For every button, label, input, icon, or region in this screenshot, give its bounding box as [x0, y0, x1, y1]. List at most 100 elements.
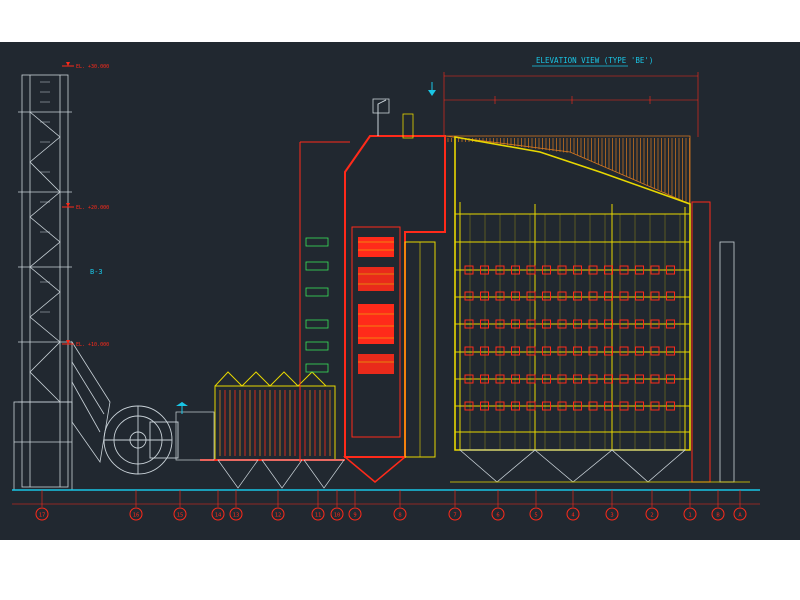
- esp-module: [480, 346, 489, 356]
- axis-label: 17: [39, 513, 46, 519]
- axis-bubble: [330, 507, 344, 521]
- axis-label: 2: [650, 513, 653, 519]
- section-marker-icon: [176, 402, 188, 414]
- esp-module: [588, 319, 598, 329]
- esp-module: [666, 265, 675, 275]
- esp-module: [635, 265, 644, 275]
- esp-module: [588, 374, 598, 384]
- top-dimension-line: [443, 72, 699, 137]
- esp-module: [573, 319, 582, 329]
- esp-module: [604, 346, 613, 356]
- level-label-stack-top: EL. +30.000: [76, 64, 109, 70]
- esp-module: [542, 346, 551, 356]
- esp-module: [495, 401, 505, 411]
- air-heater-tubes: [219, 390, 331, 456]
- esp-module: [619, 291, 629, 301]
- esp-module: [650, 291, 660, 301]
- axis-bubble: [211, 507, 225, 521]
- esp-module: [480, 374, 489, 384]
- esp-module: [573, 291, 582, 301]
- esp-module: [635, 346, 644, 356]
- esp-roof: [447, 138, 690, 204]
- esp-module: [666, 346, 675, 356]
- esp-module: [650, 319, 660, 329]
- esp-module: [604, 374, 613, 384]
- esp-module: [557, 291, 567, 301]
- esp-module: [619, 374, 629, 384]
- level-label-stack-mid: EL. +20.000: [76, 205, 109, 211]
- esp-module: [542, 265, 551, 275]
- esp-module: [557, 401, 567, 411]
- esp-module: [480, 319, 489, 329]
- esp-frame-grid: [455, 213, 690, 450]
- esp-module: [573, 374, 582, 384]
- axis-bubble: [348, 507, 362, 521]
- boiler-structure: [299, 98, 446, 483]
- boiler-level-tags: [305, 237, 329, 373]
- esp-module: [666, 319, 675, 329]
- axis-bubble: [645, 507, 659, 521]
- esp-module: [511, 346, 520, 356]
- esp-module: [511, 319, 520, 329]
- esp-module: [666, 401, 675, 411]
- axis-label: 13: [233, 513, 240, 519]
- esp-module: [480, 291, 489, 301]
- stack-structure: [13, 74, 111, 491]
- axis-bubble: [566, 507, 580, 521]
- esp-module: [542, 291, 551, 301]
- esp-module: [650, 346, 660, 356]
- axis-label: 1: [688, 513, 691, 519]
- axis-bubble: [271, 507, 285, 521]
- axis-bubble: [605, 507, 619, 521]
- section-marker-top: [428, 82, 436, 96]
- esp-module: [557, 265, 567, 275]
- axis-bubble: [311, 507, 325, 521]
- esp-module: [511, 291, 520, 301]
- esp-red-modules: [464, 265, 675, 411]
- esp-module: [635, 401, 644, 411]
- axis-label: 16: [133, 513, 140, 519]
- esp-module: [635, 374, 644, 384]
- esp-module: [542, 401, 551, 411]
- esp-module: [480, 401, 489, 411]
- esp-module: [557, 374, 567, 384]
- esp-module: [588, 265, 598, 275]
- id-fan: [103, 405, 179, 475]
- esp-module: [495, 346, 505, 356]
- esp-module: [619, 319, 629, 329]
- axis-label: 12: [275, 513, 282, 519]
- esp-module: [464, 374, 474, 384]
- esp-module: [511, 265, 520, 275]
- esp-module: [573, 346, 582, 356]
- axis-label: 8: [398, 513, 401, 519]
- cad-drawing-canvas: EL. +30.000 EL. +20.000 EL. +10.000 B-3: [0, 42, 800, 540]
- side-tag: B-3: [90, 268, 103, 276]
- esp-module: [464, 291, 474, 301]
- level-label-stack-low: EL. +10.000: [76, 342, 109, 348]
- elevation-drawing: EL. +30.000 EL. +20.000 EL. +10.000 B-3: [12, 56, 760, 521]
- esp-module: [619, 346, 629, 356]
- esp-module: [588, 346, 598, 356]
- esp-module: [526, 374, 536, 384]
- esp-module: [588, 401, 598, 411]
- axis-label: 14: [215, 513, 222, 519]
- axis-bubble: [173, 507, 187, 521]
- esp-module: [650, 401, 660, 411]
- esp-module: [604, 319, 613, 329]
- esp-module: [526, 401, 536, 411]
- esp-module: [557, 319, 567, 329]
- esp-module: [588, 291, 598, 301]
- esp-module: [526, 319, 536, 329]
- esp-module: [573, 401, 582, 411]
- esp-module: [604, 265, 613, 275]
- level-marker-stack-mid: EL. +20.000: [62, 203, 109, 211]
- esp-module: [464, 346, 474, 356]
- level-marker-stack-low: EL. +10.000: [62, 340, 109, 348]
- axis-bubble: [529, 507, 543, 521]
- axis-bubble: [711, 507, 725, 521]
- esp-module: [619, 265, 629, 275]
- esp-module: [511, 374, 520, 384]
- esp-module: [666, 291, 675, 301]
- axis-label: B: [716, 513, 720, 519]
